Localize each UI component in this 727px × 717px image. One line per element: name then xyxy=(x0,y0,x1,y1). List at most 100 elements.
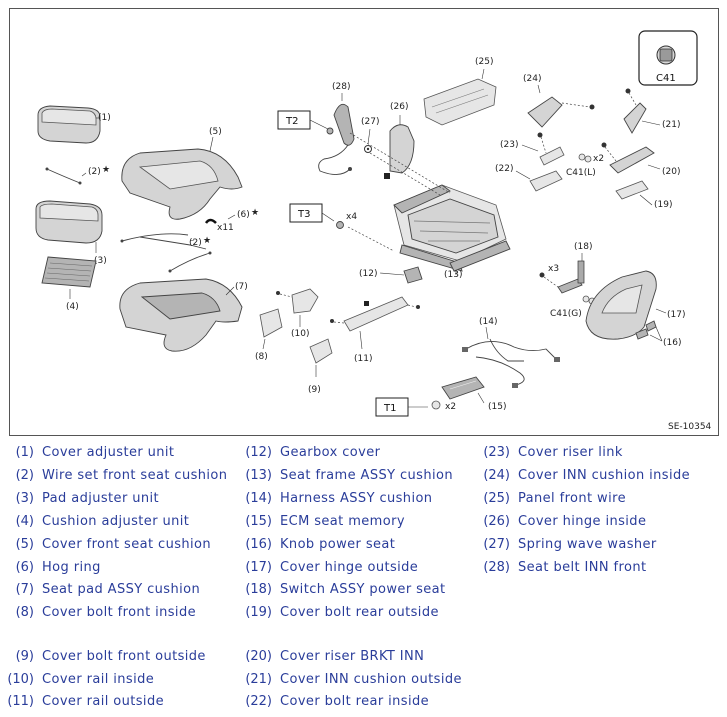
part-10-cover-rail-inside xyxy=(276,288,319,314)
legend-label: Cover adjuster unit xyxy=(42,445,175,460)
callout-2b: (2) xyxy=(189,238,202,248)
legend-number: (14) xyxy=(245,491,272,506)
callout-15: (15) xyxy=(488,402,506,412)
legend-number: (28) xyxy=(483,560,510,575)
legend-number: (1) xyxy=(15,445,34,460)
legend-item: (9) Cover bolt front outside xyxy=(0,649,206,664)
callout-11: (11) xyxy=(354,354,372,364)
part-1-cover-adjuster-unit xyxy=(37,105,101,144)
legend-item: (23)Cover riser link xyxy=(476,445,623,460)
part-19-cover-bolt-rear-outside xyxy=(615,180,649,200)
legend-item: (27)Spring wave washer xyxy=(476,537,657,552)
connector-clip-icon xyxy=(656,45,676,65)
legend-item: (17)Cover hinge outside xyxy=(238,560,418,575)
part-24-cover-inn-cushion-inside xyxy=(527,96,595,128)
callout-4: (4) xyxy=(66,302,79,312)
part-2-wire-set-a xyxy=(45,167,82,185)
legend-label: Cover rail outside xyxy=(42,694,164,709)
part-26-cover-hinge-inside xyxy=(384,124,415,179)
exploded-parts-diagram: (1) (2) ★ (3) (4) (5) x11 (6) ★ xyxy=(9,8,719,436)
legend-label: Cover hinge inside xyxy=(518,514,647,529)
legend-label: Switch ASSY power seat xyxy=(280,582,446,597)
part-25-panel-front-wire xyxy=(423,78,497,126)
callout-8: (8) xyxy=(255,352,268,362)
legend-label: Cover rail inside xyxy=(42,672,155,687)
legend-label: Seat frame ASSY cushion xyxy=(280,468,454,483)
callout-2a: (2) xyxy=(88,167,101,177)
legend-label: Cover front seat cushion xyxy=(42,537,212,552)
callout-21: (21) xyxy=(662,120,680,130)
legend-item: (26) Cover hinge inside xyxy=(476,514,646,529)
callout-27: (27) xyxy=(361,117,379,127)
callout-24: (24) xyxy=(523,74,541,84)
legend-number: (9) xyxy=(15,649,34,664)
part-8-cover-bolt-front-inside xyxy=(259,308,283,338)
diagram-code: SE-10354 xyxy=(668,422,712,432)
connector-label-c41-g: C41(G) xyxy=(550,309,582,319)
qty-switch: x3 xyxy=(548,264,559,274)
legend-number: (20) xyxy=(245,649,272,664)
part-12-gearbox-cover xyxy=(403,266,423,284)
callout-1: (1) xyxy=(98,113,111,123)
callout-7: (7) xyxy=(235,282,248,292)
legend-label: Cover hinge outside xyxy=(280,560,419,575)
part-22-cover-bolt-rear-inside xyxy=(529,170,563,192)
star-2b: ★ xyxy=(203,236,211,246)
legend-number: (5) xyxy=(15,537,34,552)
part-15-ecm-seat-memory xyxy=(441,376,485,400)
legend-label: Wire set front seat cushion xyxy=(42,468,228,483)
legend-item: (14)Harness ASSY cushion xyxy=(238,491,432,506)
qty-c41-l: x2 xyxy=(593,154,604,164)
legend-label: Cover bolt rear outside xyxy=(280,605,439,620)
legend-number: (21) xyxy=(245,672,272,687)
legend-number: (4) xyxy=(15,514,34,529)
part-21-cover-inn-cushion-outside xyxy=(623,88,647,134)
legend-number: (13) xyxy=(245,468,272,483)
legend-number: (19) xyxy=(245,605,272,620)
legend-label: Cover bolt front outside xyxy=(42,649,206,664)
callout-22: (22) xyxy=(495,164,513,174)
legend-label: Cushion adjuster unit xyxy=(42,514,190,529)
part-16-knob-power-seat xyxy=(635,320,657,340)
legend-number: (8) xyxy=(15,605,34,620)
legend-item: (3)Pad adjuster unit xyxy=(0,491,159,506)
qty-t1: x2 xyxy=(445,402,456,412)
legend-label: Panel front wire xyxy=(518,491,626,506)
part-14-harness-assy-cushion xyxy=(462,338,560,388)
legend-number: (26) xyxy=(483,514,510,529)
legend-label: Hog ring xyxy=(42,560,101,575)
legend-label: Seat pad ASSY cushion xyxy=(42,582,201,597)
legend-number: (2) xyxy=(15,468,34,483)
legend-item: (16)Knob power seat xyxy=(238,537,395,552)
qty-t3: x4 xyxy=(346,212,357,222)
callout-10: (10) xyxy=(291,329,309,339)
qty-hog-ring: x11 xyxy=(217,223,234,233)
legend-item: (19) Cover bolt rear outside xyxy=(238,605,439,620)
legend-item: (25)Panel front wire xyxy=(476,491,626,506)
legend-label: Gearbox cover xyxy=(280,445,381,460)
callout-25: (25) xyxy=(475,57,493,67)
torque-label-t2: T2 xyxy=(285,116,298,127)
legend-number: (24) xyxy=(483,468,510,483)
part-6-hog-ring xyxy=(204,218,217,224)
part-9-cover-bolt-front-outside xyxy=(309,338,333,364)
connector-label-c41: C41 xyxy=(656,73,676,84)
callout-23: (23) xyxy=(500,140,518,150)
part-20-cover-riser-brkt-inn xyxy=(601,142,655,174)
part-2-wire-set-b xyxy=(120,233,212,273)
callout-18: (18) xyxy=(574,242,592,252)
torque-label-t3: T3 xyxy=(297,209,310,220)
part-28-seat-belt-inn-front xyxy=(318,103,355,175)
part-4-cushion-adjuster-unit xyxy=(41,256,97,288)
callout-28: (28) xyxy=(332,82,350,92)
torque-label-t1: T1 xyxy=(383,403,396,414)
legend-label: ECM seat memory xyxy=(280,514,405,529)
legend-number: (23) xyxy=(483,445,510,460)
part-23-cover-riser-link xyxy=(537,132,565,166)
part-5-cover-front-seat-cushion xyxy=(121,148,243,220)
legend-number: (15) xyxy=(245,514,272,529)
connector-label-c41-l: C41(L) xyxy=(566,168,596,178)
legend-label: Cover bolt front inside xyxy=(42,605,196,620)
nut-t1 xyxy=(431,400,441,410)
star-6: ★ xyxy=(251,208,259,218)
